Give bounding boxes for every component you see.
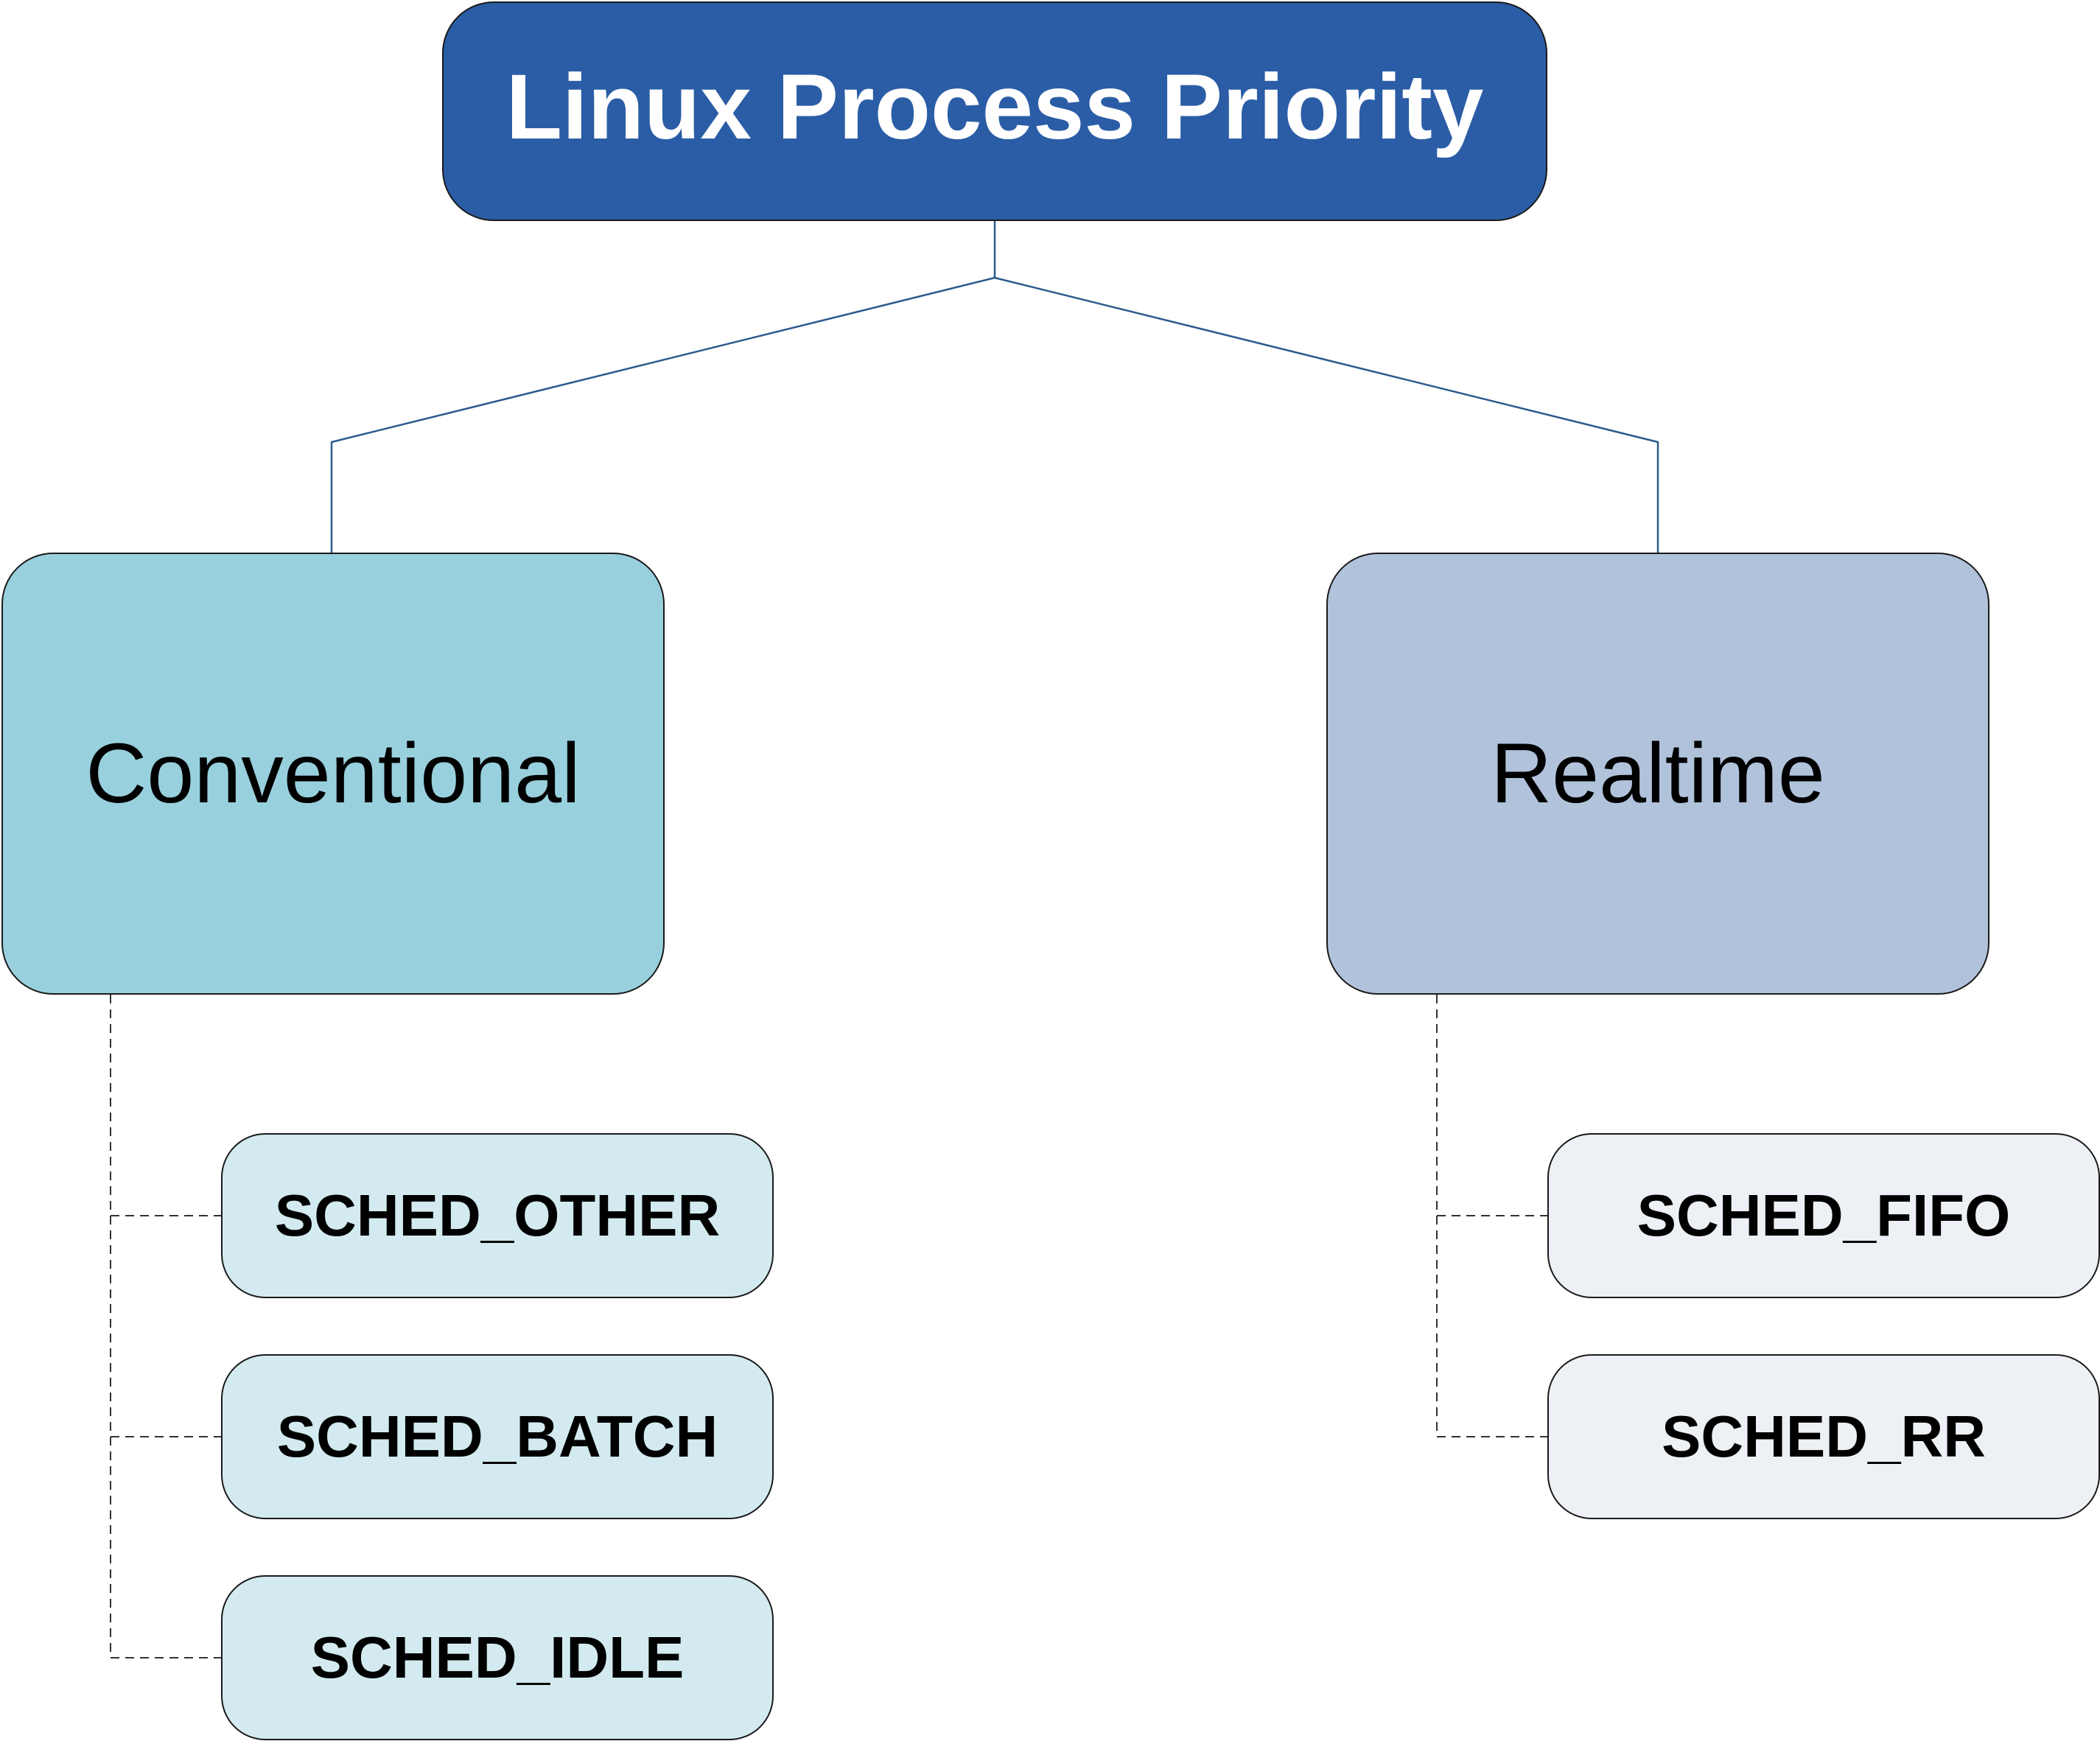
connector-root-to-realtime <box>994 276 1659 553</box>
policy-node-sched-batch: SCHED_BATCH <box>221 1354 774 1519</box>
root-node-linux-process-priority: Linux Process Priority <box>442 1 1547 221</box>
policy-node-sched-idle: SCHED_IDLE <box>221 1575 774 1740</box>
policy-node-sched-other: SCHED_OTHER <box>221 1133 774 1298</box>
connector-root-to-conventional <box>330 221 996 553</box>
connector-realtime-policies <box>1436 995 1547 1437</box>
category-node-realtime: Realtime <box>1326 553 1989 995</box>
policy-node-sched-fifo: SCHED_FIFO <box>1547 1133 2100 1298</box>
connector-conventional-policies <box>110 995 221 1658</box>
category-node-conventional: Conventional <box>1 553 665 995</box>
policy-node-sched-rr: SCHED_RR <box>1547 1354 2100 1519</box>
